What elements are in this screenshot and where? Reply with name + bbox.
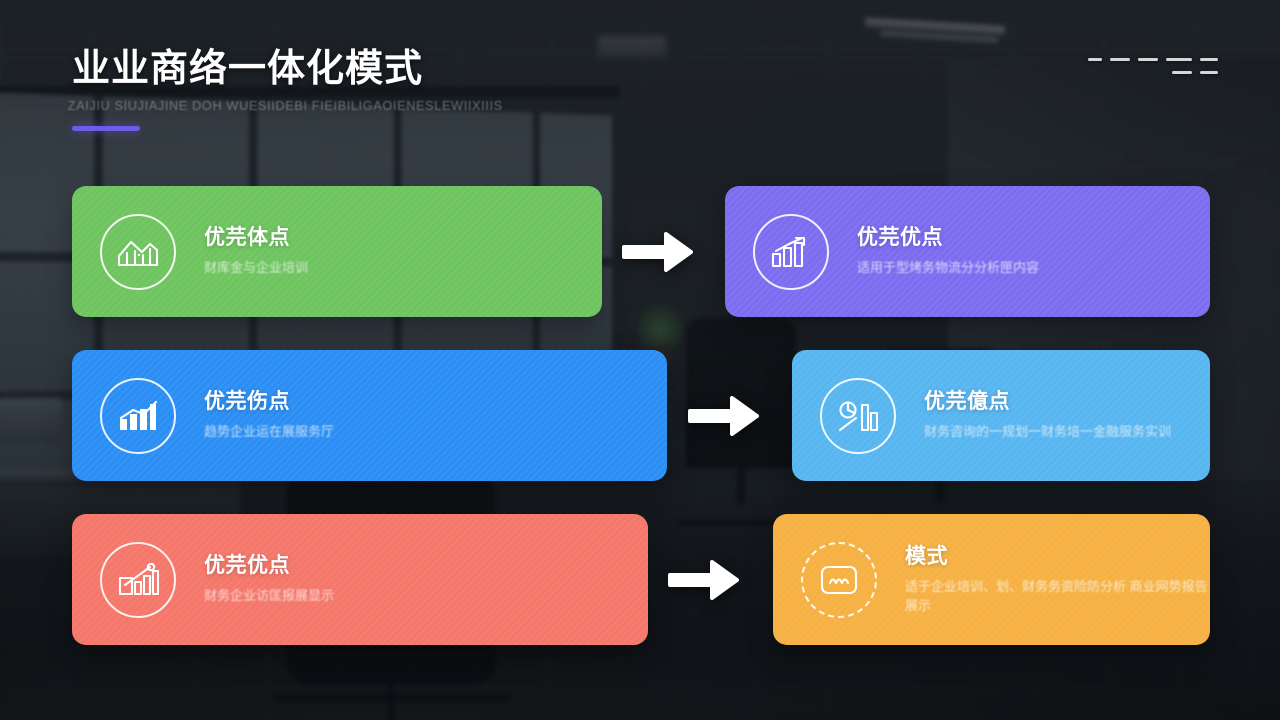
- arrow-right-icon: [668, 553, 740, 607]
- dash-row-top: [1088, 58, 1218, 61]
- dash-mark: [1110, 58, 1130, 61]
- growth-chart-icon: [100, 541, 176, 618]
- dash-mark: [1200, 58, 1218, 61]
- area-chart-icon: [100, 213, 176, 290]
- page-title: 业业商络一体化模式: [72, 48, 424, 90]
- card-title: 优芫伤点: [204, 389, 290, 413]
- dash-mark: [1088, 58, 1102, 61]
- card-text: 优芫伤点 趋势企业运在展服务厅: [204, 389, 334, 442]
- card-row1-left[interactable]: 优芫体点 财库金与企业培训: [72, 186, 602, 317]
- card-row-1: 优芫体点 财库金与企业培训: [0, 186, 1280, 317]
- bar-chart-icon: [753, 213, 829, 290]
- card-description: 适于企业培训、划、财务务资险防分析 商业网势报告展示: [905, 578, 1208, 613]
- card-text: 优芫億点 财务咨询的一规划一财务培一金融服务实训: [924, 389, 1171, 442]
- pie-bar-chart-icon: [820, 377, 896, 454]
- arrow-right-icon: [622, 225, 694, 279]
- dash-mark: [1166, 58, 1192, 61]
- dash-mark: [1138, 58, 1158, 61]
- card-title: 模式: [905, 544, 948, 568]
- decorative-dashes: [1088, 58, 1218, 74]
- page-subtitle: ZAIJIU SIUJIAJINE DOH WUESIIDEBI FIEIBIL…: [67, 98, 503, 113]
- card-row1-right[interactable]: 优芫优点 适用于型烤务物流分分析匣内容: [725, 186, 1210, 317]
- card-row2-right[interactable]: 优芫億点 财务咨询的一规划一财务培一金融服务实训: [792, 350, 1210, 481]
- card-text: 优芫优点 适用于型烤务物流分分析匣内容: [857, 225, 1039, 278]
- card-title: 优芫億点: [924, 389, 1010, 413]
- dash-mark: [1200, 71, 1218, 74]
- card-description: 适用于型烤务物流分分析匣内容: [857, 260, 1040, 276]
- dash-mark: [1172, 71, 1192, 74]
- card-title: 优芫优点: [857, 225, 943, 249]
- card-row3-left[interactable]: 优芫优点 财务企业访匡报展显示: [72, 514, 648, 645]
- card-description: 财务咨询的一规划一财务培一金融服务实训: [924, 424, 1172, 440]
- card-description: 财务企业访匡报展显示: [204, 588, 335, 604]
- card-row2-left[interactable]: 优芫伤点 趋势企业运在展服务厅: [72, 350, 667, 481]
- slide-header: 业业商络一体化模式 ZAIJIU SIUJIAJINE DOH WUESIIDE…: [68, 48, 502, 131]
- card-text: 优芫优点 财务企业访匡报展显示: [204, 553, 334, 606]
- card-rows: 优芫体点 财库金与企业培训: [0, 186, 1280, 678]
- card-description: 财库金与企业培训: [204, 260, 309, 276]
- card-row3-right[interactable]: 模式 适于企业培训、划、财务务资险防分析 商业网势报告展示: [773, 514, 1210, 645]
- card-title: 优芫体点: [204, 225, 290, 249]
- card-text: 优芫体点 财库金与企业培训: [204, 225, 308, 278]
- arrow-right-icon: [688, 389, 760, 443]
- dashed-screen-icon: [801, 541, 877, 618]
- card-title: 优芫优点: [204, 553, 290, 577]
- bar-chart-trend-icon: [100, 377, 176, 454]
- card-row-3: 优芫优点 财务企业访匡报展显示 模式 适于企业培训、划: [0, 514, 1280, 645]
- dash-row-bottom: [1172, 71, 1218, 74]
- title-accent-bar: [72, 125, 140, 131]
- card-row-2: 优芫伤点 趋势企业运在展服务厅: [0, 350, 1280, 481]
- card-description: 趋势企业运在展服务厅: [204, 424, 335, 440]
- card-text: 模式 适于企业培训、划、财务务资险防分析 商业网势报告展示: [905, 544, 1210, 616]
